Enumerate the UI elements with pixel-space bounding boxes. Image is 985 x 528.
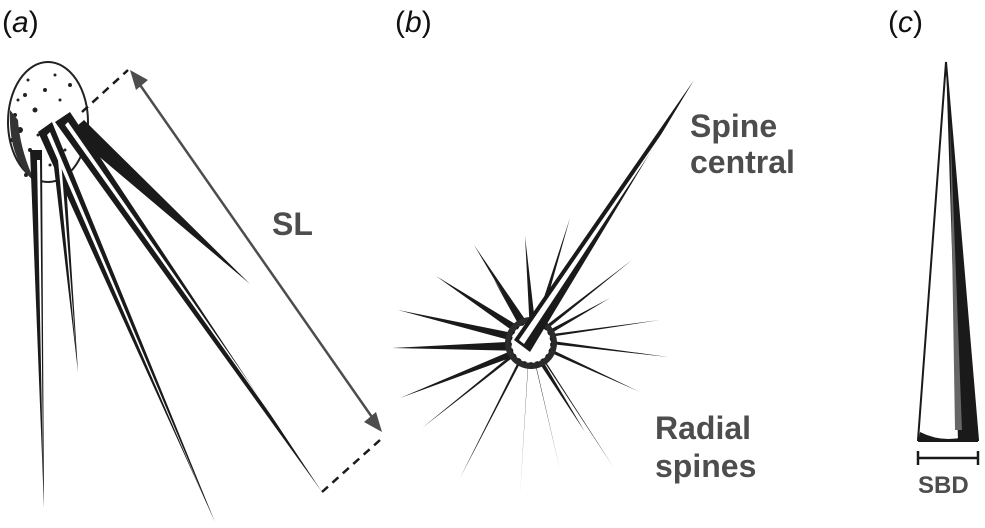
spine-central-label-line1: Spine [690, 108, 778, 144]
panel-b-illustration [392, 80, 694, 496]
spines-a [30, 112, 322, 522]
sl-label: SL [272, 206, 313, 242]
panel-c-illustration [916, 61, 980, 465]
spine [55, 112, 322, 492]
spine-base [918, 432, 978, 442]
spine [52, 150, 78, 372]
radial-spines-label-line2: spines [655, 448, 757, 484]
sl-dash-top [81, 69, 129, 113]
panel-a-illustration [7, 61, 382, 522]
single-spine-shading [946, 62, 978, 440]
areole-shadow [9, 110, 36, 182]
sl-arrowhead-bottom [364, 412, 382, 432]
spine [30, 150, 44, 508]
radial-spines-label-line1: Radial [655, 410, 752, 446]
sl-dash-bottom [321, 439, 381, 493]
panel-label-a: (a) [2, 6, 39, 39]
sl-arrow-line [136, 81, 376, 421]
areole [7, 61, 89, 183]
spine [70, 120, 250, 284]
panel-label-c: (c) [888, 6, 923, 39]
spine-central-label-line2: central [690, 144, 795, 180]
radial-spines [392, 218, 668, 496]
sbd-label: SBD [918, 472, 969, 499]
sl-arrowhead-top [130, 70, 148, 90]
panel-label-b: (b) [395, 6, 432, 39]
spine [38, 122, 215, 522]
